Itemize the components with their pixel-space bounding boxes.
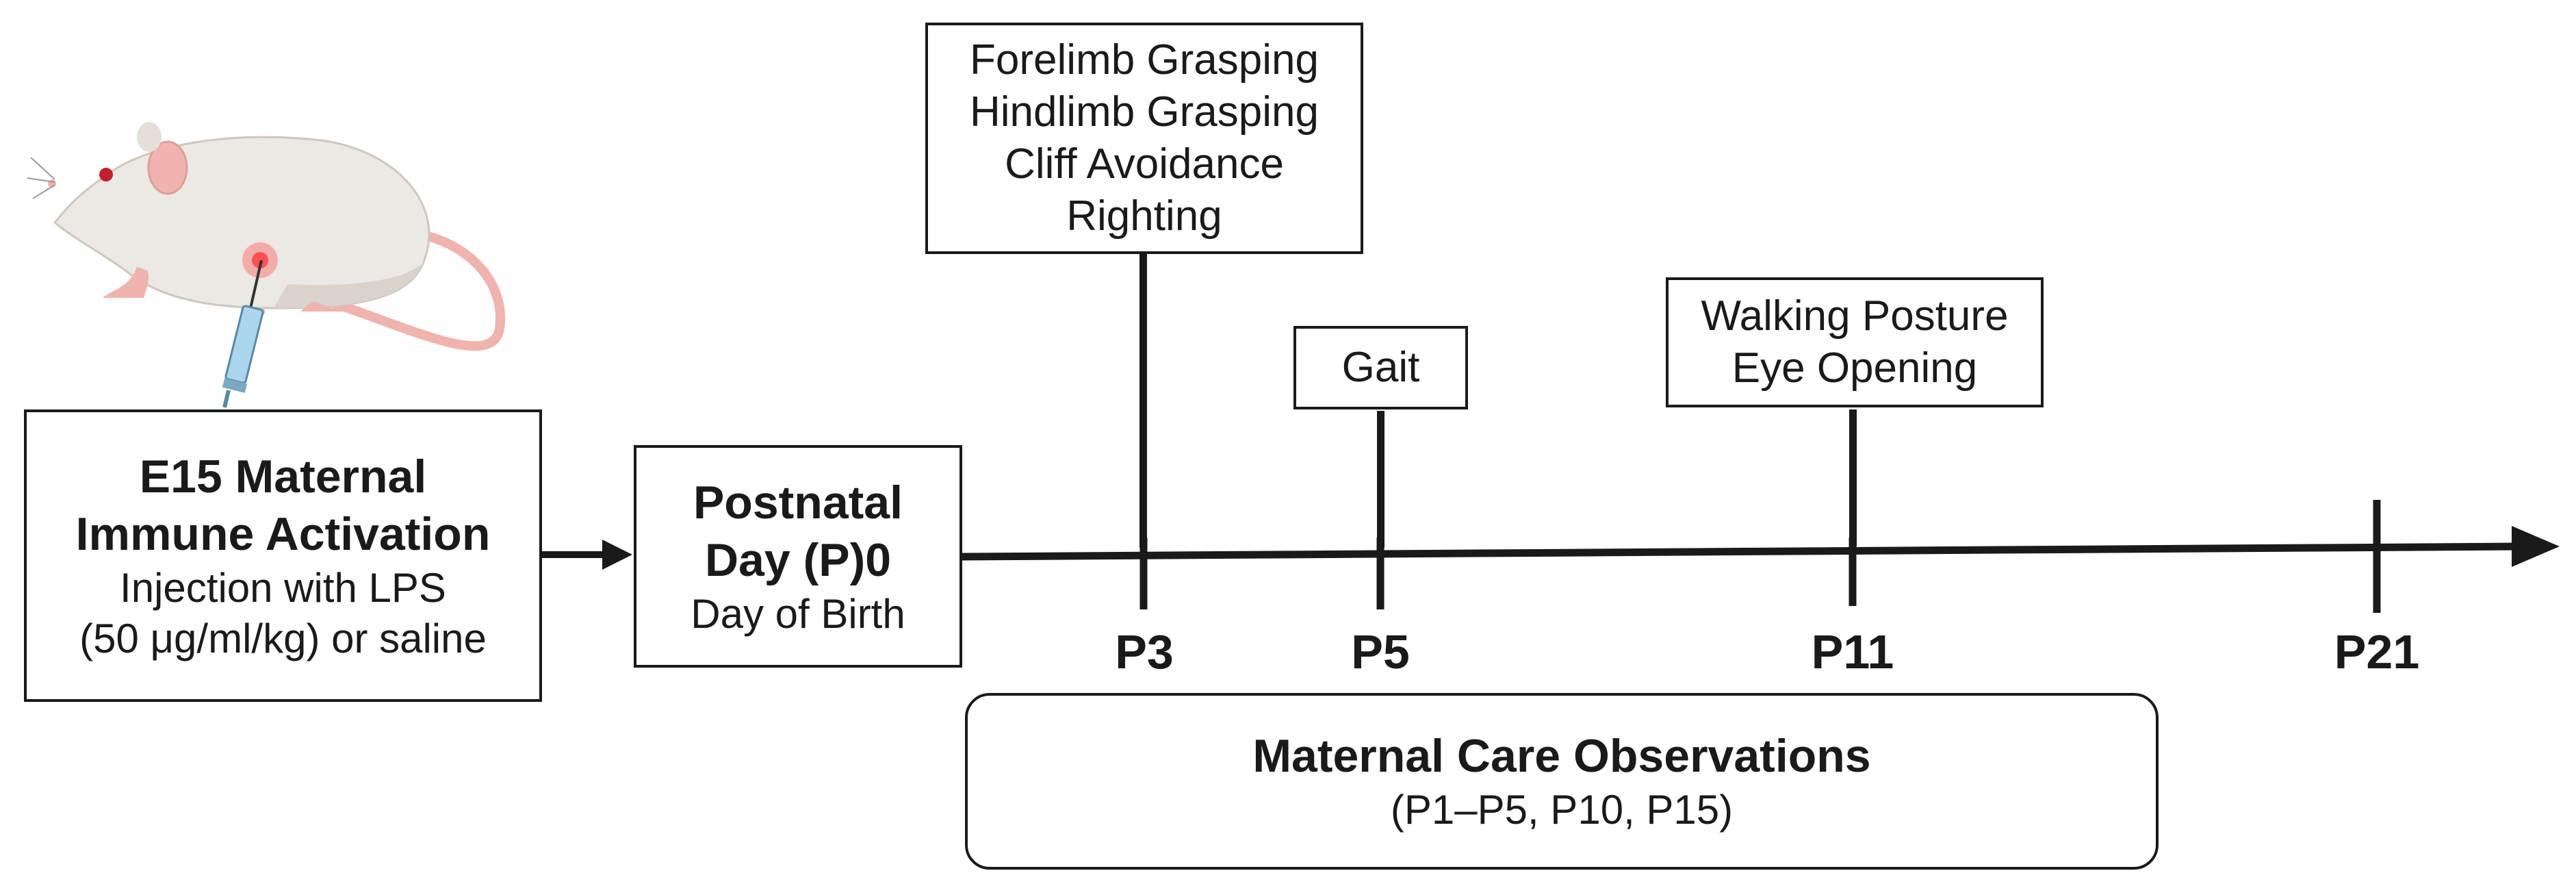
- maternal-immune-activation-box: E15 Maternal Immune Activation Injection…: [24, 409, 542, 702]
- test-walking-posture: Walking Posture: [1701, 292, 2009, 340]
- test-forelimb-grasping: Forelimb Grasping: [970, 36, 1319, 84]
- test-eye-opening: Eye Opening: [1731, 344, 1978, 392]
- p11-tests-box: Walking Posture Eye Opening: [1666, 277, 2044, 407]
- mia-title-line1: E15 Maternal: [139, 450, 427, 503]
- mia-detail-line2: (50 μg/ml/kg) or saline: [79, 615, 487, 661]
- maternal-care-title: Maternal Care Observations: [1252, 730, 1871, 782]
- syringe-icon: [222, 260, 264, 408]
- p5-tests-box: Gait: [1293, 326, 1468, 409]
- birth-day-box: Postnatal Day (P)0 Day of Birth: [634, 445, 962, 668]
- tick-label-p5: P5: [1351, 625, 1410, 679]
- connector-arrow: [542, 540, 632, 570]
- p3-tests-box: Forelimb Grasping Hindlimb Grasping Clif…: [925, 23, 1363, 254]
- test-righting: Righting: [1066, 192, 1222, 240]
- birth-title-line1: Postnatal: [693, 476, 903, 529]
- mia-title-line2: Immune Activation: [75, 507, 491, 560]
- tick-label-p11: P11: [1811, 625, 1894, 679]
- mia-detail-line1: Injection with LPS: [120, 564, 446, 611]
- p5-stem: [1377, 411, 1384, 548]
- maternal-care-box: Maternal Care Observations (P1–P5, P10, …: [965, 693, 2159, 870]
- tick-label-p3: P3: [1115, 625, 1174, 679]
- p3-stem: [1139, 253, 1147, 548]
- test-gait: Gait: [1341, 344, 1420, 391]
- birth-title-line2: Day (P)0: [704, 533, 892, 586]
- test-hindlimb-grasping: Hindlimb Grasping: [970, 88, 1319, 136]
- test-cliff-avoidance: Cliff Avoidance: [1005, 140, 1284, 188]
- timeline-line: [962, 542, 2526, 561]
- p11-stem: [1849, 409, 1857, 546]
- maternal-care-detail: (P1–P5, P10, P15): [1390, 787, 1734, 833]
- timeline-axis: [962, 500, 2560, 613]
- tick-label-p21: P21: [2334, 625, 2420, 679]
- timeline-arrowhead: [2512, 526, 2560, 567]
- birth-detail: Day of Birth: [691, 590, 905, 637]
